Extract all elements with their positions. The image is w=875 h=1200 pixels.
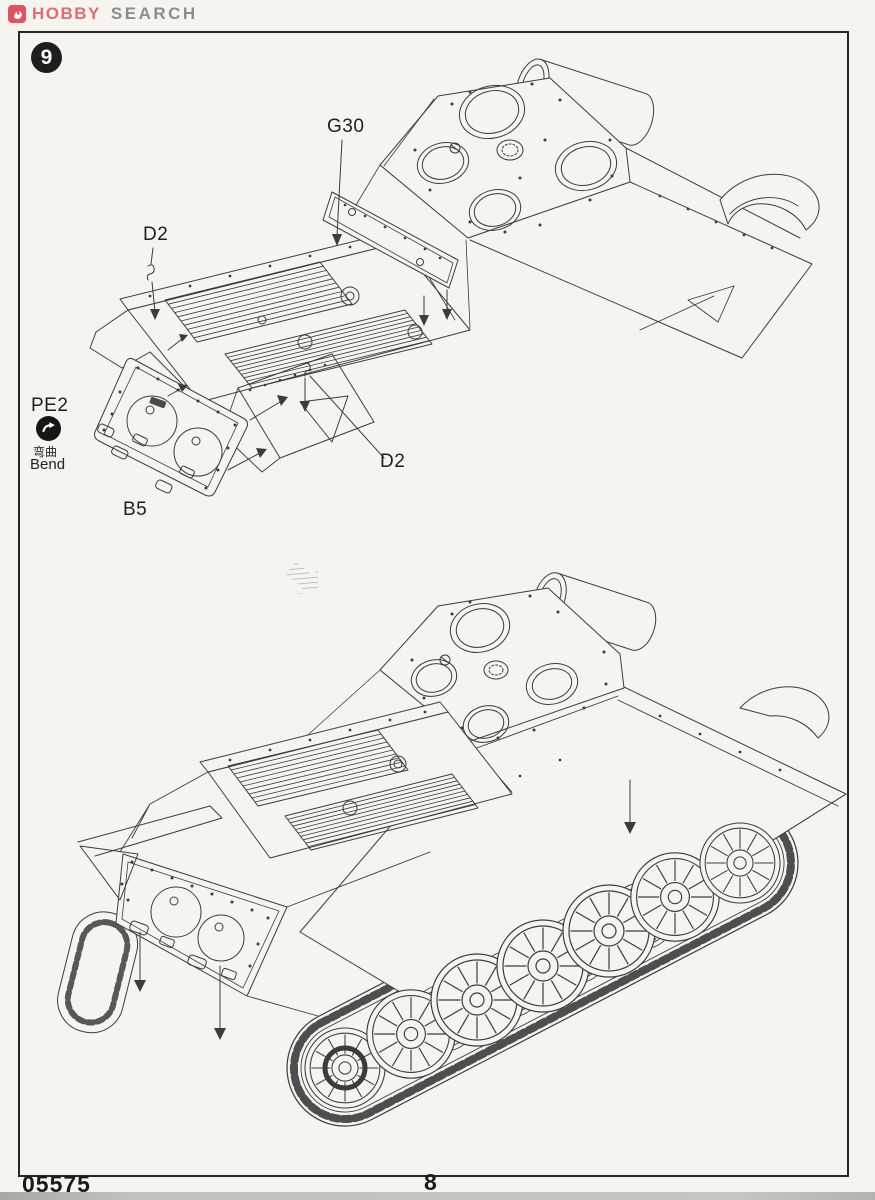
part-label-d2-lower: D2 [380, 451, 406, 472]
logo-brand-text: HOBBY [32, 4, 101, 23]
part-label-b5: B5 [123, 499, 148, 520]
part-label-pe2: PE2 [31, 395, 69, 416]
step-number-badge: 9 [31, 42, 62, 73]
hobby-search-flame-icon [8, 5, 26, 23]
bend-label-chinese: 弯曲 [33, 445, 58, 459]
page-number: 8 [424, 1169, 437, 1195]
bend-arrow-icon [36, 416, 61, 441]
bend-label-english: Bend [30, 456, 66, 473]
step-number: 9 [40, 45, 53, 69]
part-label-d2-upper: D2 [143, 224, 169, 245]
scan-edge-shadow [0, 1192, 875, 1200]
logo-suffix-text: SEARCH [110, 4, 198, 23]
site-header: HOBBY SEARCH [8, 4, 198, 24]
page-border [18, 31, 849, 1177]
part-label-g30: G30 [327, 116, 365, 137]
